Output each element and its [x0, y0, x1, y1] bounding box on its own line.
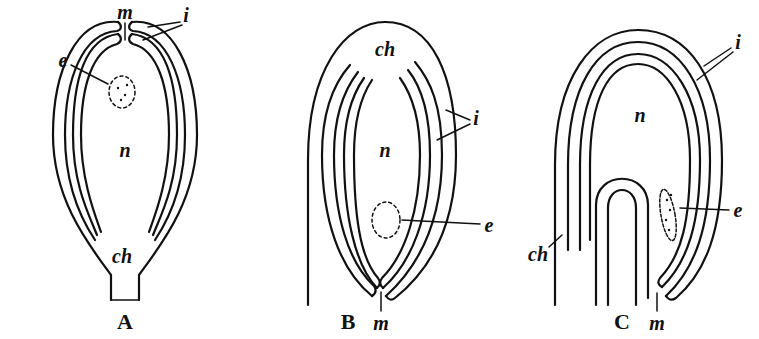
part-label: m — [117, 2, 133, 22]
part-label: e — [485, 215, 494, 235]
part-label: m — [649, 313, 665, 333]
ovule-b — [308, 22, 480, 311]
part-label: n — [379, 140, 390, 160]
ovule-c — [549, 30, 733, 311]
part-label: i — [735, 32, 741, 52]
part-label: i — [473, 108, 479, 128]
figure-letter: A — [117, 311, 133, 333]
part-label: i — [183, 5, 189, 25]
part-label: ch — [112, 246, 132, 266]
figure-letter: B — [341, 311, 356, 333]
ovule-a — [53, 22, 197, 300]
figure-letter: C — [614, 311, 630, 333]
part-label: n — [634, 105, 645, 125]
part-label: ch — [375, 39, 395, 59]
part-label: ch — [528, 244, 548, 264]
part-label: n — [119, 140, 130, 160]
part-label: m — [373, 313, 389, 333]
part-label: e — [734, 200, 743, 220]
part-label: e — [59, 50, 68, 70]
